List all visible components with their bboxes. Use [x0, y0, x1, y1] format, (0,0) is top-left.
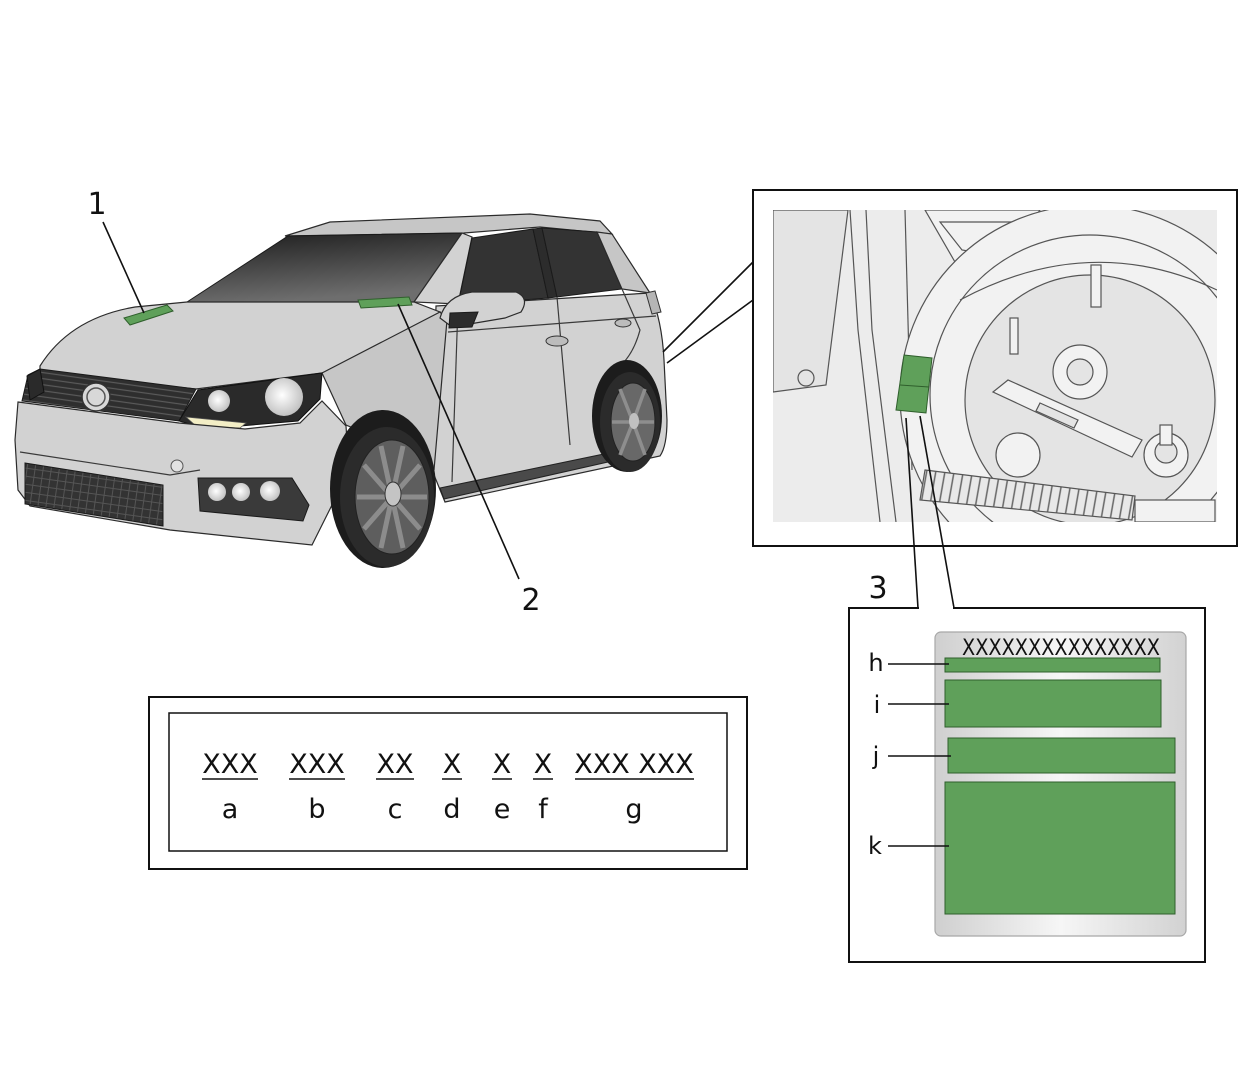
callout-1-leader-line	[102, 221, 145, 314]
type-plate-field-i	[944, 679, 1162, 728]
car-door-seam-front	[451, 304, 459, 483]
inset-connector-line	[662, 261, 754, 353]
inset-spare-well-ring	[929, 234, 1217, 522]
type-plate-field-k	[944, 781, 1176, 915]
inset-spare-well-rim-arc	[959, 261, 1217, 301]
vin-segment-letter: c	[388, 794, 403, 825]
callout-number-3: 3	[868, 571, 887, 606]
inset-pin	[1090, 264, 1102, 308]
inset-wing-bolt-stem	[1159, 424, 1173, 446]
type-plate-letter-j: j	[872, 742, 880, 770]
car-badge-inner	[86, 387, 106, 407]
car-headlight-lamp-outer	[265, 378, 303, 416]
vin-segment-letter: e	[494, 794, 511, 825]
vin-box-outer	[148, 696, 748, 870]
trunk-type-plate-marker-fold	[899, 384, 930, 388]
trunk-type-plate-marker	[895, 354, 933, 414]
car-lower-grille	[24, 462, 164, 527]
vin-segment-code: XXX XXX	[574, 749, 694, 780]
type-plate-header: XXXXXXXXXXXXXXX	[962, 636, 1160, 661]
inset-small-hole	[797, 369, 815, 387]
car-bumper-lip	[19, 451, 201, 476]
car-front-hub	[384, 481, 402, 507]
car-fog-light	[208, 483, 226, 501]
vin-box-inner	[168, 712, 728, 852]
spare-wheel-well-icon	[773, 210, 1217, 522]
inset-bracket-slot	[1035, 402, 1079, 429]
type-plate-gap	[919, 606, 953, 610]
callout-number-2: 2	[521, 583, 540, 618]
hood-label-marker	[123, 304, 174, 326]
vin-segment-code: X	[443, 749, 462, 780]
inset-bottom-clamp	[1134, 499, 1216, 522]
vin-segment-letter: g	[625, 794, 642, 825]
type-plate-letter-k: k	[868, 832, 882, 860]
inset-drain-bump-inner	[1066, 358, 1094, 386]
callout-number-1: 1	[87, 187, 106, 222]
car-tail-light	[645, 290, 662, 315]
type-plate-connector-line	[905, 417, 919, 609]
inset-connector-line	[666, 299, 754, 364]
vin-segment-letter: d	[443, 794, 460, 825]
vin-segment-code: XX	[377, 749, 414, 780]
vin-segment-letter: b	[308, 794, 325, 825]
vin-segments: XXX a XXX b XX c X d X e X f XXX XXX g	[202, 749, 694, 825]
vin-segment-code: X	[534, 749, 553, 780]
vin-segment-code: XXX	[289, 749, 345, 780]
type-plate-field-j	[947, 737, 1176, 774]
car-mirror-base	[448, 311, 479, 329]
car-rear-door-handle	[614, 318, 632, 328]
type-plate-letter-i: i	[874, 691, 881, 719]
car-fog-light	[232, 483, 250, 501]
car-rear-rim-spokes	[612, 388, 654, 456]
car-tow-hook-cover	[170, 459, 184, 473]
inset-side-panel	[773, 210, 849, 393]
car-door-seam-middle	[556, 296, 571, 446]
car-badge-icon	[81, 382, 111, 412]
car-front-door-handle	[545, 335, 569, 347]
type-plate-letter-h: h	[868, 649, 883, 677]
car-rear-hub	[629, 413, 639, 429]
type-plate-field-h	[944, 657, 1161, 673]
inset-drain-bump	[995, 432, 1041, 478]
type-plate-connector-line	[919, 415, 955, 609]
vin-segment-code: XXX	[202, 749, 258, 780]
vin-segment-letter: a	[222, 794, 239, 825]
callout-2-leader-line	[397, 303, 520, 580]
vin-segment-code: X	[493, 749, 512, 780]
car-headlight-lamp-inner	[208, 390, 230, 412]
vin-segment-letter: f	[538, 794, 549, 825]
inset-corrugated-strip	[919, 469, 1136, 521]
car-illustration-icon	[14, 213, 668, 568]
car-roof	[284, 213, 614, 237]
inset-trim-line	[865, 210, 897, 522]
car-fog-light-pod	[197, 477, 310, 522]
inset-pin	[1009, 317, 1019, 355]
car-left-headlight	[26, 368, 45, 401]
inset-trim-line	[849, 210, 881, 522]
car-front-rim-spokes	[357, 445, 427, 549]
car-fog-light	[260, 481, 280, 501]
